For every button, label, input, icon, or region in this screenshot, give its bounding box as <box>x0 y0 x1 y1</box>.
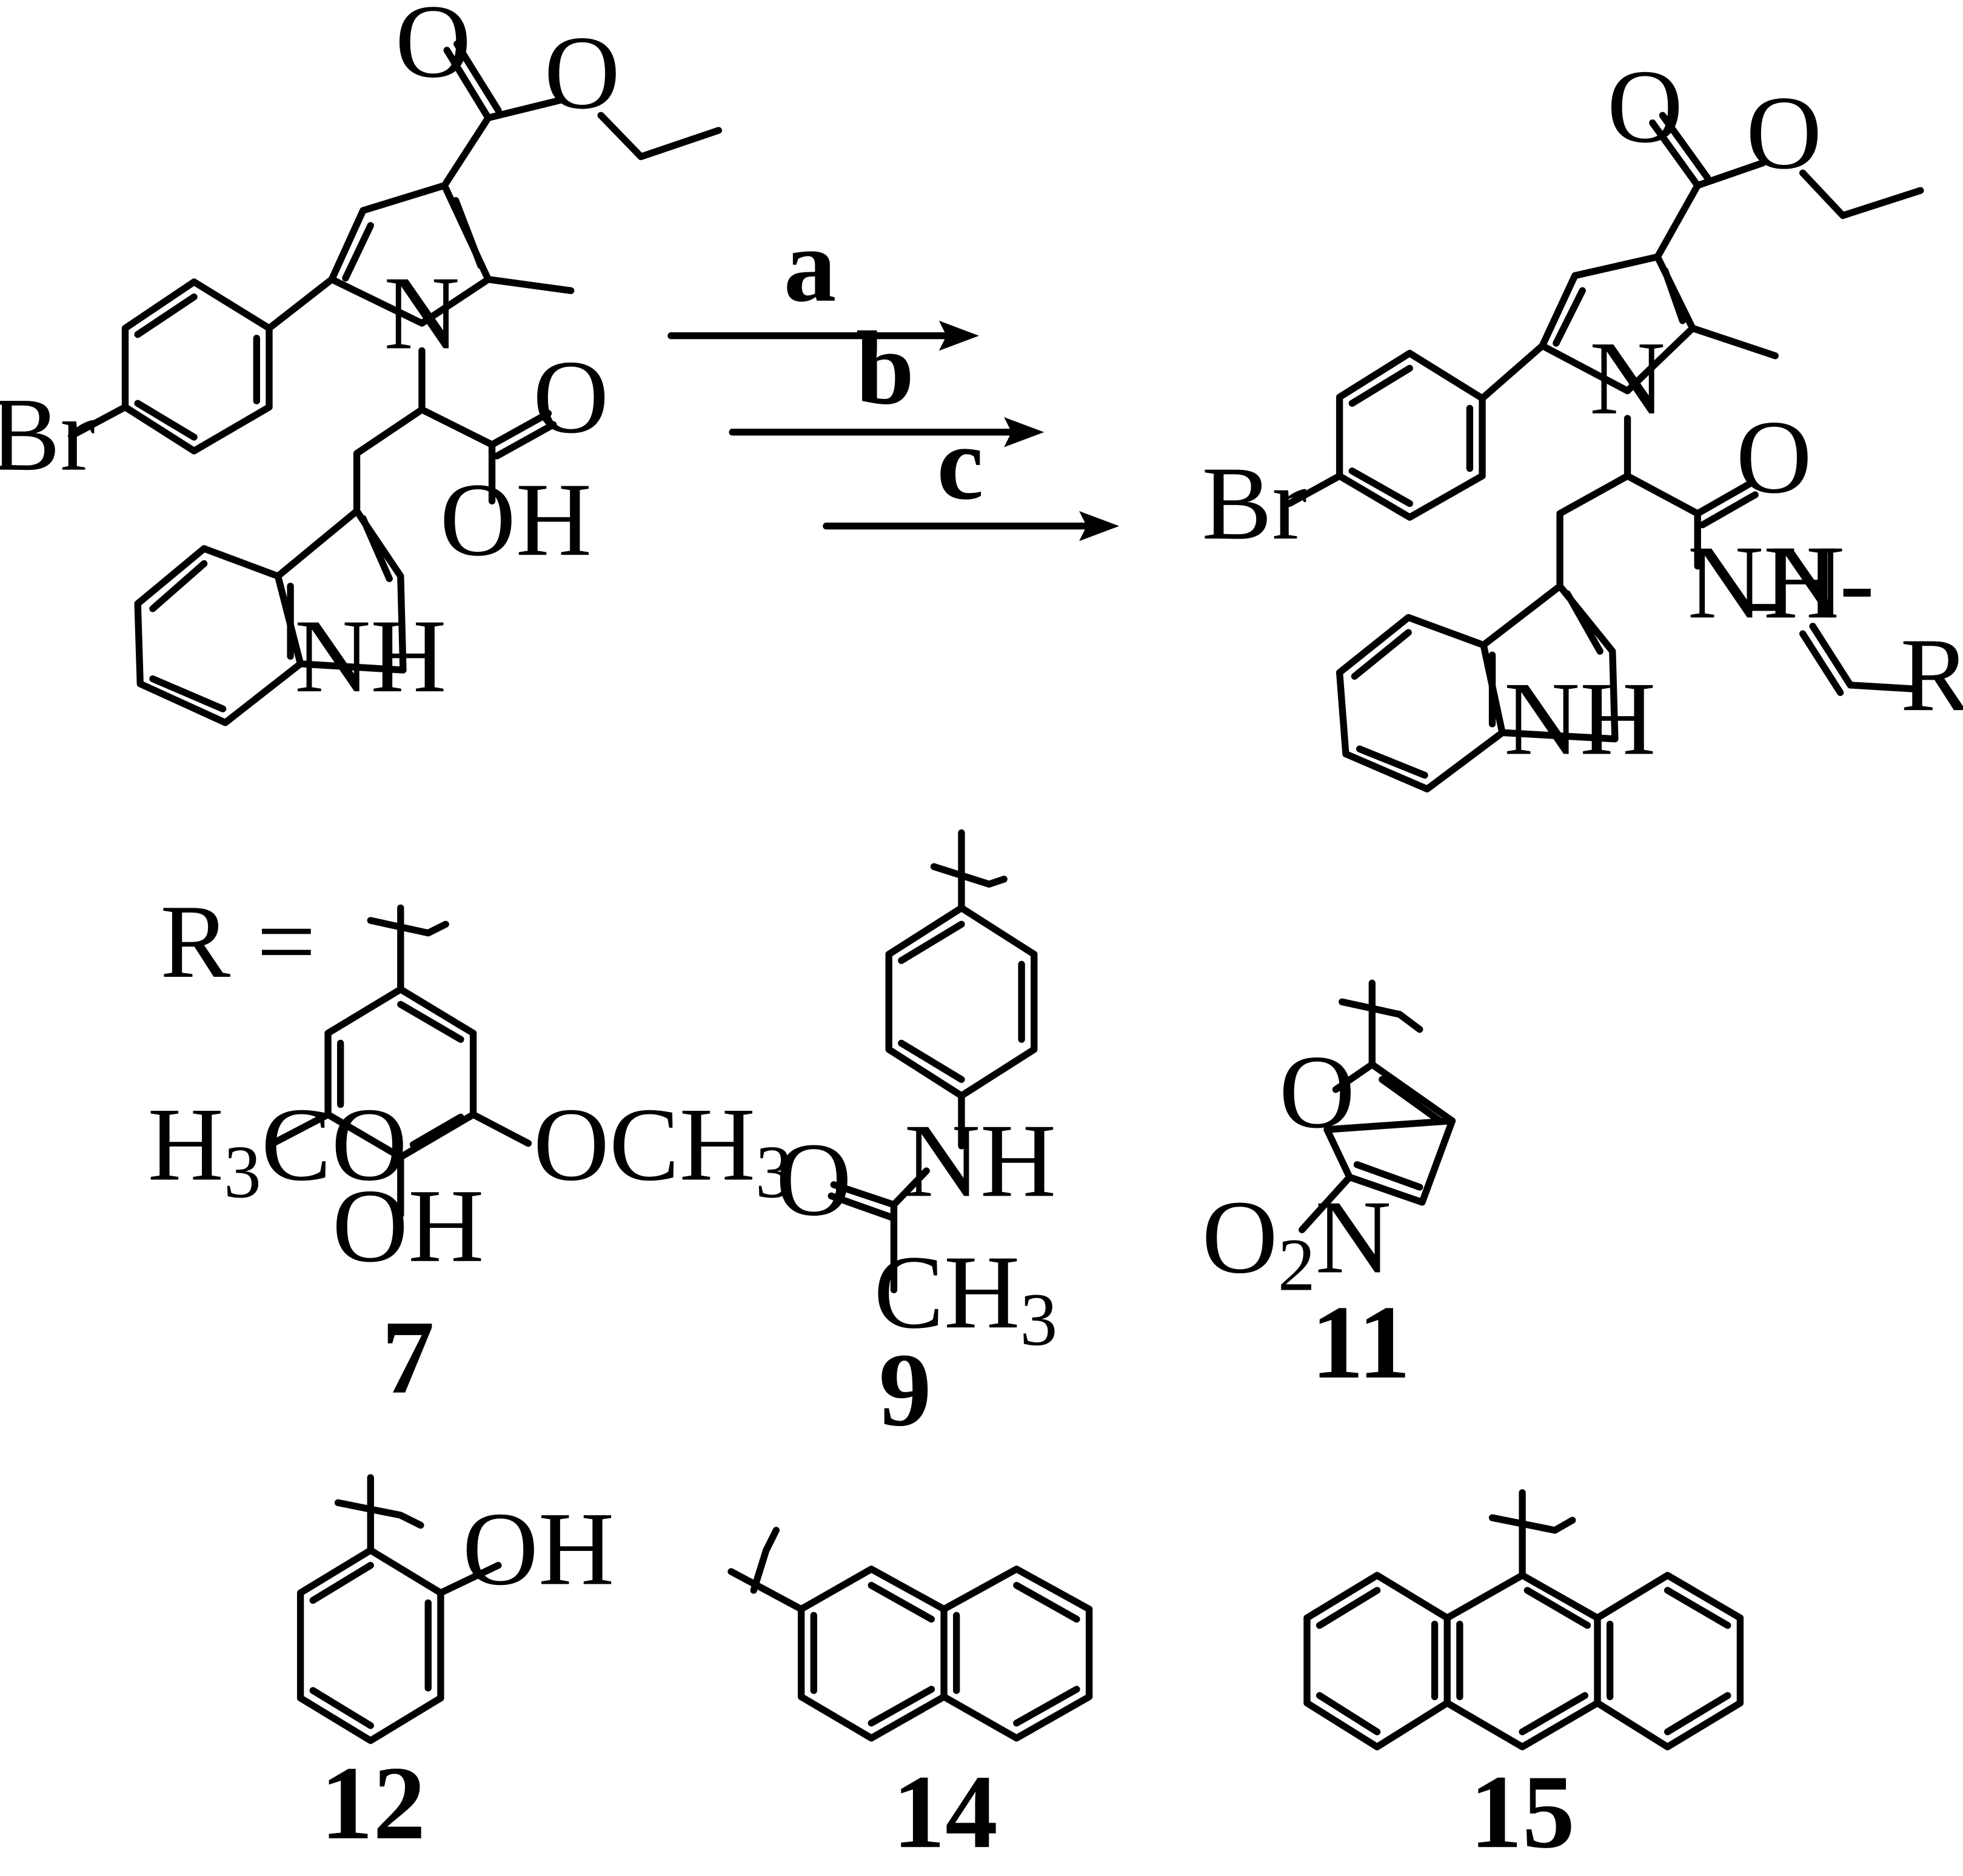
compound-label-14: 14 <box>892 1753 997 1870</box>
arrowhead-icon <box>1079 511 1120 541</box>
atom-O: O <box>1279 1033 1355 1150</box>
methoxy-left: H3CO <box>148 1086 407 1214</box>
compound-label-11: 11 <box>1311 1284 1411 1401</box>
atom-Br: Br <box>1202 444 1306 561</box>
substituent-9: O NH CH3 9 <box>776 829 1057 1448</box>
substituent-12: OH 12 <box>296 1474 615 1861</box>
atom-OH: OH <box>440 461 592 578</box>
starting-material-labels: O O N Br O OH NH <box>0 0 620 714</box>
atom-O: O <box>1746 74 1822 191</box>
atom-O: O <box>1736 398 1812 515</box>
reagent-c: c <box>937 404 983 521</box>
arrowhead-icon <box>938 320 979 351</box>
substituent-11: O O2N 11 <box>1202 979 1456 1401</box>
reaction-arrows: a b c <box>667 207 1120 541</box>
product-labels: O O N Br O NH- N R NH <box>1202 48 1963 777</box>
atom-OH: OH <box>332 1167 484 1284</box>
substituent-14: 14 <box>727 1527 1093 1870</box>
starting-material <box>68 40 723 726</box>
reagent-a: a <box>784 207 837 324</box>
atom-NH-dash: NH- <box>1688 523 1874 640</box>
methoxy-right: OCH3 <box>533 1086 793 1214</box>
atom-NH: NH <box>905 1102 1057 1219</box>
substituent-15: 15 <box>1303 1489 1744 1870</box>
atom-O: O <box>533 338 609 455</box>
compound-label-15: 15 <box>1470 1753 1574 1870</box>
atom-O: O <box>395 0 471 99</box>
compound-label-12: 12 <box>321 1744 426 1861</box>
product <box>1286 112 1924 792</box>
atom-N: N <box>1768 523 1844 640</box>
atom-O: O <box>776 1121 852 1238</box>
compound-label-9: 9 <box>879 1331 932 1448</box>
methyl: CH3 <box>874 1233 1057 1361</box>
atom-N: N <box>384 254 460 371</box>
r-equals-label: R = <box>160 883 316 1000</box>
arrowhead-icon <box>1004 417 1045 447</box>
atom-N: N <box>1590 320 1665 437</box>
atom-R: R <box>1901 616 1963 733</box>
compound-label-7: 7 <box>382 1299 435 1416</box>
reagent-b: b <box>856 309 914 426</box>
nitro-group: O2N <box>1202 1178 1391 1306</box>
substituent-7: H3CO OCH3 OH 7 <box>148 904 793 1416</box>
atom-OH: OH <box>463 1490 615 1607</box>
atom-NH: NH <box>1504 660 1656 777</box>
atom-Br: Br <box>0 376 95 493</box>
atom-O: O <box>1607 48 1683 165</box>
atom-NH: NH <box>295 597 447 714</box>
atom-O: O <box>544 14 620 131</box>
